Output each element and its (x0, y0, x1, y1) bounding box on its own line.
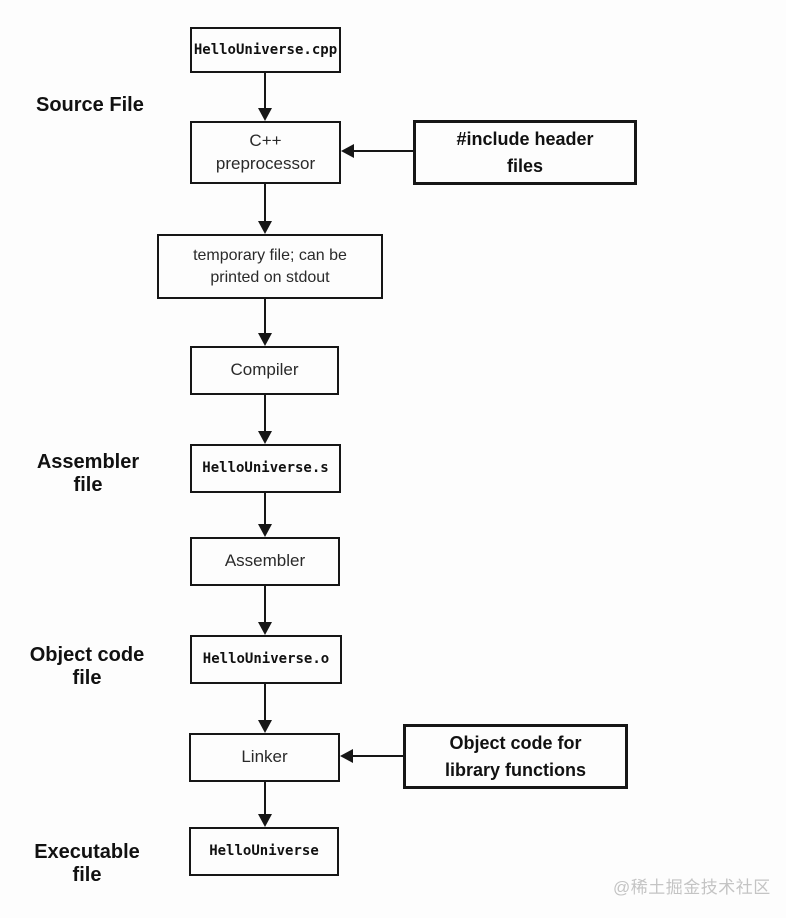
node-assembler-s-file-label: HelloUniverse.s (202, 460, 329, 477)
node-compiler: Compiler (190, 346, 339, 395)
node-include-header-files: #include header files (413, 120, 637, 185)
node-include-header-files-label: #include header files (456, 129, 594, 176)
node-library-object-code: Object code for library functions (403, 724, 628, 789)
arrow-down-assembler-to-obj-file (264, 586, 266, 622)
stage-label-assembler-file: Assembler file (36, 451, 140, 496)
node-source-cpp-file: HelloUniverse.cpp (190, 27, 341, 73)
arrow-left-libobjects-to-linker (353, 755, 403, 757)
arrow-down-asm-file-to-assembler (264, 493, 266, 524)
node-linker: Linker (189, 733, 340, 782)
node-executable-file-label: HelloUniverse (209, 843, 319, 860)
node-compiler-label: Compiler (230, 360, 299, 380)
node-assembler-label: Assembler (224, 551, 306, 571)
arrow-down-obj-file-to-linker (264, 684, 266, 720)
node-object-o-file-label: HelloUniverse.o (202, 651, 330, 668)
stage-label-source-file: Source File (36, 94, 144, 116)
node-library-object-code-label: Object code for library functions (444, 733, 587, 780)
arrow-left-headers-to-preprocessor (354, 150, 413, 152)
arrow-down-preprocessor-to-temp (264, 184, 266, 221)
watermark-text: @稀土掘金技术社区 (613, 878, 771, 897)
stage-label-executable-file: Executable file (34, 841, 140, 886)
arrow-down-linker-to-executable (264, 782, 266, 814)
node-assembler: Assembler (190, 537, 340, 586)
node-cpp-preprocessor-label: C++ preprocessor (215, 131, 316, 173)
node-assembler-s-file: HelloUniverse.s (190, 444, 341, 493)
stage-label-object-code-file: Object code file (29, 644, 145, 689)
arrow-down-temp-to-compiler (264, 299, 266, 333)
node-linker-label: Linker (241, 747, 288, 767)
node-executable-file: HelloUniverse (189, 827, 339, 876)
node-object-o-file: HelloUniverse.o (190, 635, 342, 684)
arrow-down-cpp-to-preprocessor (264, 73, 266, 108)
node-temporary-file-label: temporary file; can be printed on stdout (193, 247, 347, 286)
node-temporary-file: temporary file; can be printed on stdout (157, 234, 383, 299)
node-source-cpp-file-label: HelloUniverse.cpp (193, 41, 338, 58)
node-cpp-preprocessor: C++ preprocessor (190, 121, 341, 184)
arrow-down-compiler-to-asm-file (264, 395, 266, 431)
